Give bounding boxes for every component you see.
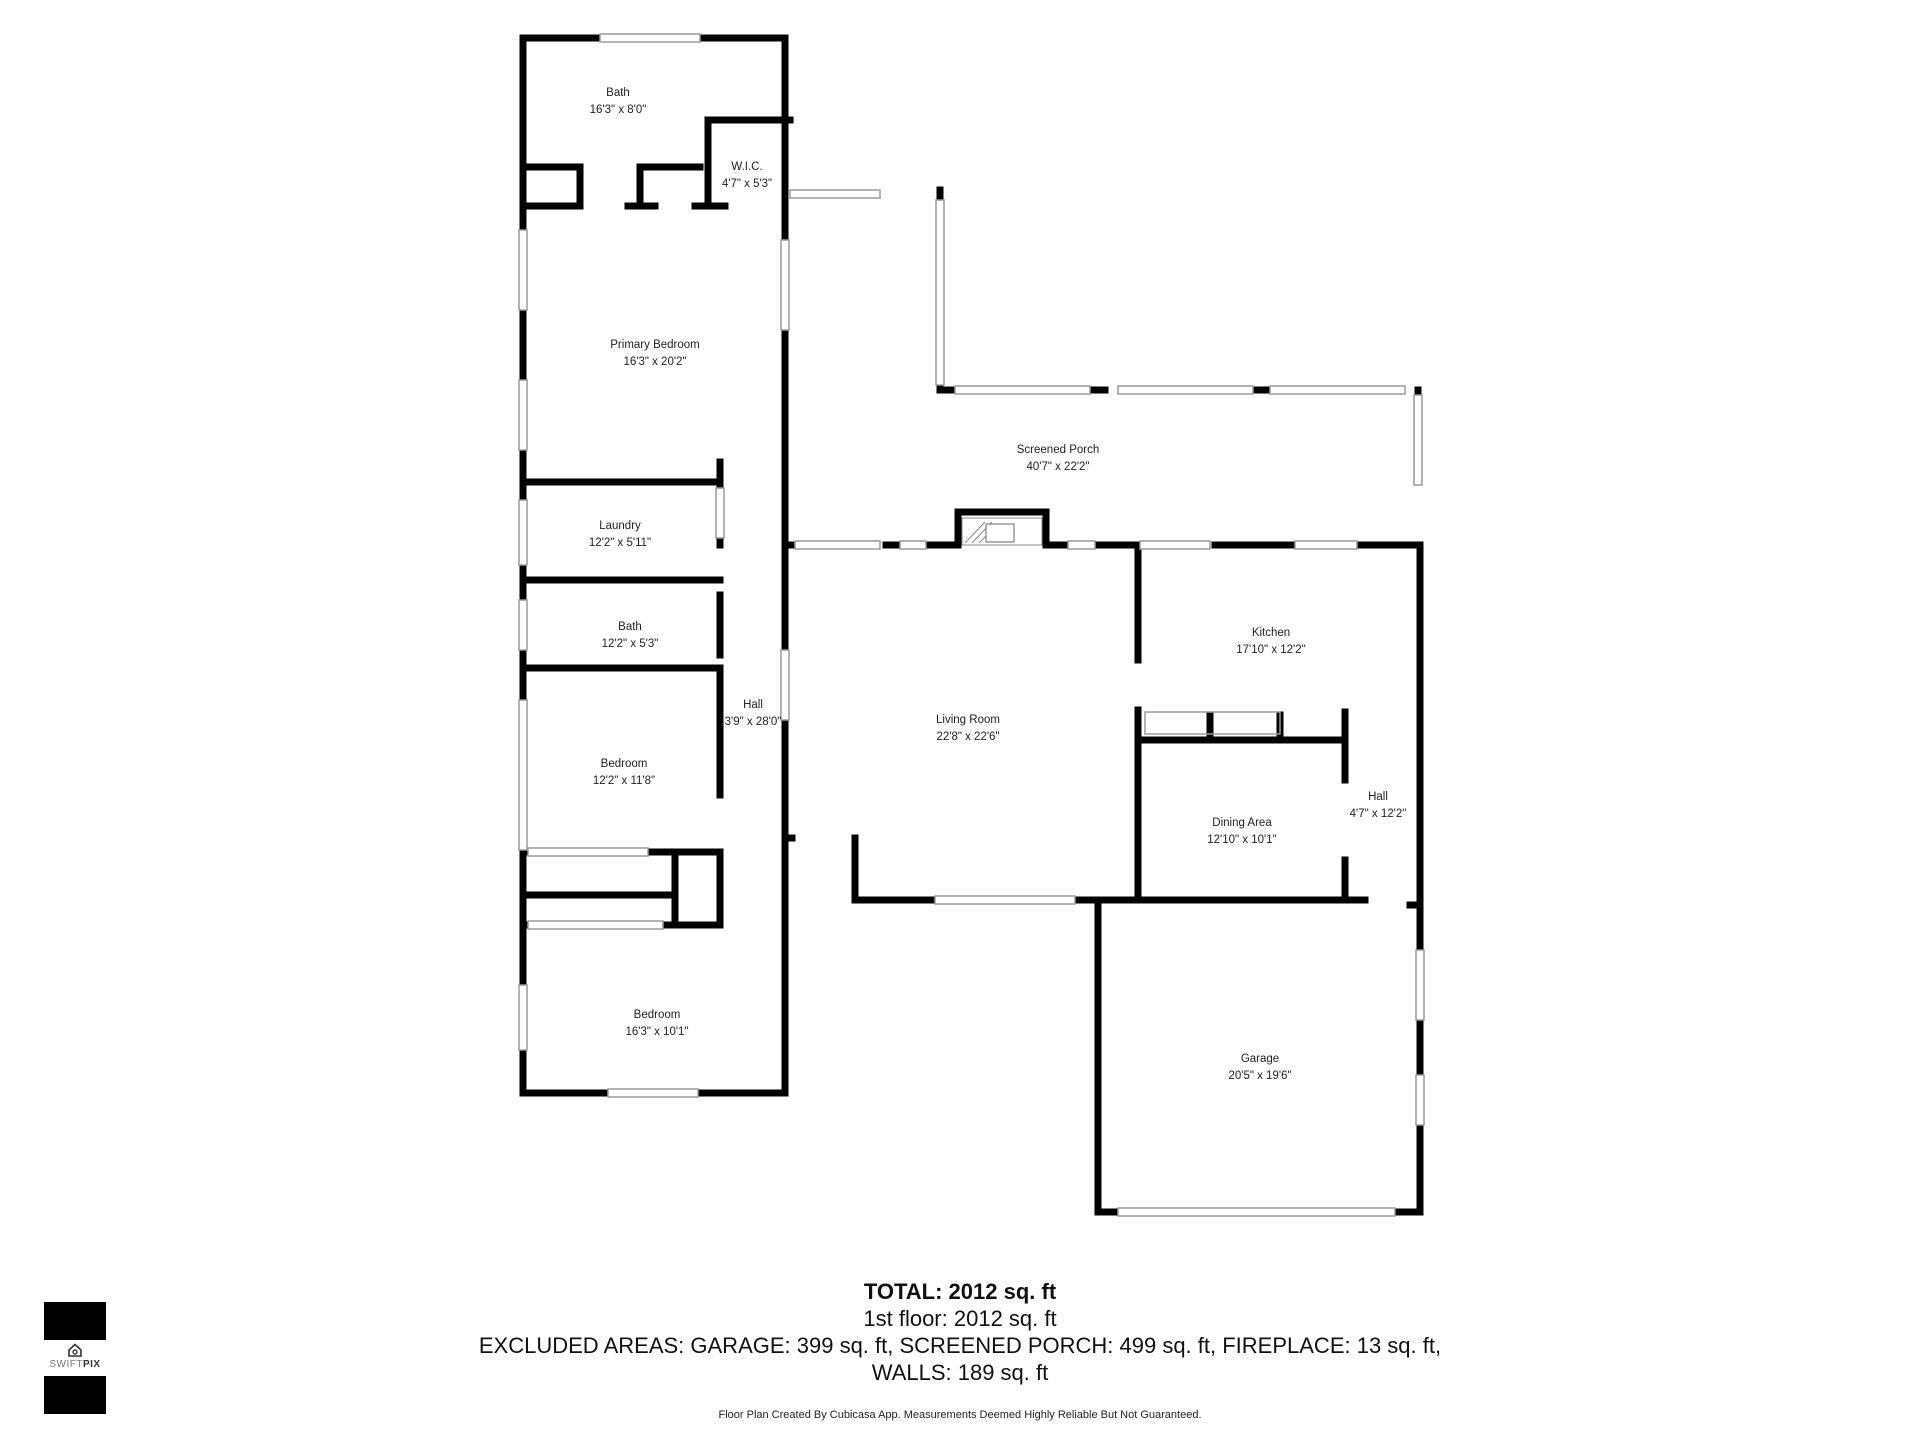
- room-name-bedroom-1: Bedroom: [601, 758, 648, 770]
- room-dims-garage: 20'5" x 19'6": [1228, 1070, 1291, 1082]
- excluded-areas: EXCLUDED AREAS: GARAGE: 399 sq. ft, SCRE…: [478, 1333, 1442, 1358]
- room-name-bath-primary: Bath: [606, 87, 630, 99]
- room-dims-laundry: 12'2" x 5'11": [589, 537, 651, 549]
- room-dims-living-room: 22'8" x 22'6": [936, 731, 999, 743]
- disclaimer: Floor Plan Created By Cubicasa App. Meas…: [718, 1409, 1202, 1421]
- room-dims-dining-area: 12'10" x 10'1": [1207, 834, 1276, 846]
- logo-top-block: [44, 1302, 106, 1340]
- house-icon: [68, 1343, 82, 1357]
- room-name-garage: Garage: [1241, 1053, 1279, 1065]
- logo-bottom-block: [44, 1376, 106, 1414]
- room-dims-hall-west: 3'9" x 28'0": [725, 716, 782, 728]
- room-name-dining-area: Dining Area: [1212, 817, 1272, 829]
- room-name-kitchen: Kitchen: [1252, 627, 1290, 639]
- room-name-wic: W.I.C.: [731, 161, 762, 173]
- room-dims-wic: 4'7" x 5'3": [722, 178, 772, 190]
- fireplace: [961, 517, 1043, 546]
- room-name-hall-east: Hall: [1368, 791, 1388, 803]
- room-name-living-room: Living Room: [936, 714, 1000, 726]
- floor-area: 1st floor: 2012 sq. ft: [863, 1306, 1057, 1331]
- room-name-bedroom-2: Bedroom: [634, 1009, 681, 1021]
- walls-area: WALLS: 189 sq. ft: [871, 1360, 1049, 1385]
- room-dims-screened-porch: 40'7" x 22'2": [1026, 461, 1089, 473]
- logo-middle: [44, 1340, 106, 1376]
- room-dims-bedroom-1: 12'2" x 11'8": [593, 775, 655, 787]
- room-name-laundry: Laundry: [599, 520, 641, 532]
- room-dims-hall-east: 4'7" x 12'2": [1350, 808, 1407, 820]
- room-name-primary-bedroom: Primary Bedroom: [610, 339, 699, 351]
- room-dims-bath-hall: 12'2" x 5'3": [602, 638, 659, 650]
- windows-and-openings: [518, 33, 1425, 1217]
- room-name-hall-west: Hall: [743, 699, 763, 711]
- room-dims-bath-primary: 16'3" x 8'0": [590, 104, 647, 116]
- walls: [519, 34, 1424, 1216]
- total-area: TOTAL: 2012 sq. ft: [863, 1279, 1057, 1304]
- area-summary: TOTAL: 2012 sq. ft 1st floor: 2012 sq. f…: [0, 1278, 1920, 1386]
- room-dims-primary-bedroom: 16'3" x 20'2": [623, 356, 686, 368]
- room-name-bath-hall: Bath: [618, 621, 642, 633]
- room-dims-bedroom-2: 16'3" x 10'1": [625, 1026, 688, 1038]
- logo-brand: SWIFTPIX: [49, 1359, 101, 1370]
- room-labels: Bath 16'3" x 8'0" W.I.C. 4'7" x 5'3" Pri…: [589, 87, 1406, 1082]
- room-dims-kitchen: 17'10" x 12'2": [1236, 644, 1305, 656]
- swiftpix-logo: SWIFTPIX: [44, 1302, 106, 1414]
- room-name-screened-porch: Screened Porch: [1017, 444, 1099, 456]
